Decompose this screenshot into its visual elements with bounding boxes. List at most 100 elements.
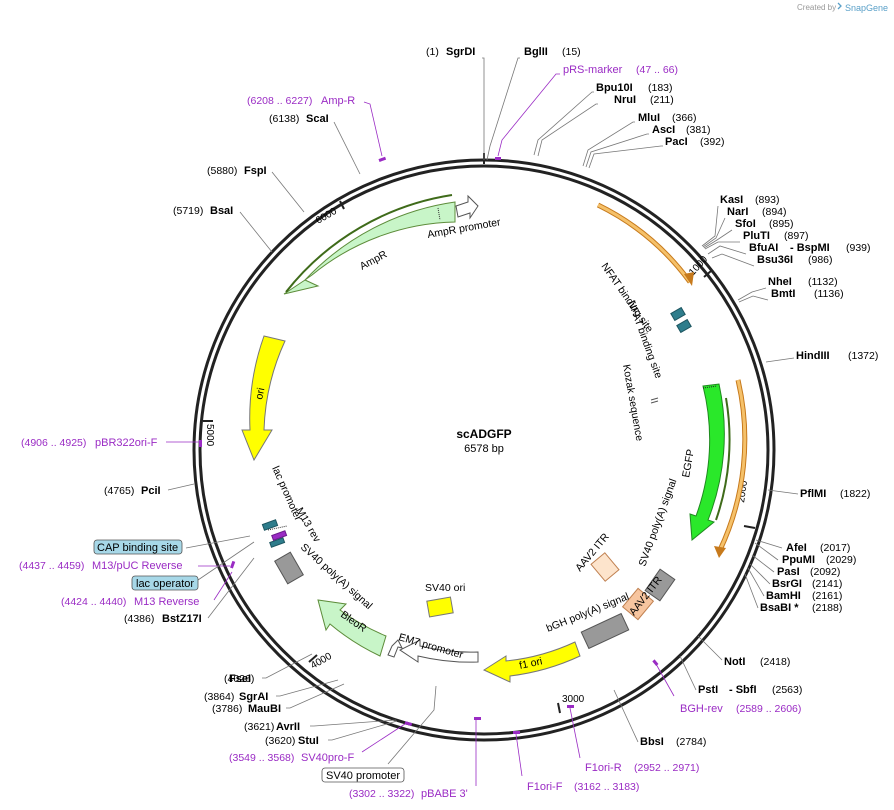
enzyme-bsabi[interactable]: BsaBI * <box>760 602 799 614</box>
enzyme-bamhi[interactable]: BamHI <box>766 590 801 602</box>
enzyme-psti-pos: (2563) <box>772 684 802 696</box>
enzyme-pflmi[interactable]: PflMI <box>800 488 826 500</box>
bgh-polya-feature[interactable] <box>580 612 630 650</box>
orange-arrow-right[interactable] <box>714 379 748 558</box>
enzyme-bglii-pos: (15) <box>562 46 581 58</box>
em7-promoter-feature[interactable] <box>399 639 479 663</box>
enzyme-bfuai-pos: (939) <box>846 242 871 254</box>
enzyme-pasi[interactable]: PasI <box>777 566 800 578</box>
cap-binding-site-box[interactable]: CAP binding site <box>93 539 183 555</box>
enzyme-sgrdi[interactable]: SgrDI <box>446 46 475 58</box>
enzyme-bstz17i-pos: (4386) <box>124 613 154 625</box>
primer-prs-marker[interactable]: pRS-marker <box>563 64 623 76</box>
sv40-polya-right-feature[interactable] <box>644 568 676 602</box>
enzyme-sbfi[interactable]: - SbfI <box>729 684 757 696</box>
primer-pbr322ori-range: (4906 .. 4925) <box>21 437 86 449</box>
enzyme-paci-pos: (392) <box>700 136 725 148</box>
enzyme-noti[interactable]: NotI <box>724 656 745 668</box>
primer-pbr322ori[interactable]: pBR322ori-F <box>95 437 158 449</box>
primer-m13rev[interactable]: M13 Reverse <box>134 596 199 608</box>
egfp-feature[interactable] <box>689 383 725 541</box>
enzyme-pluti[interactable]: PluTI <box>743 230 770 242</box>
enzyme-ppumi[interactable]: PpuMI <box>782 554 815 566</box>
aav2-itr-right-feature[interactable] <box>621 587 655 621</box>
enzyme-ppumi-pos: (2029) <box>826 554 856 566</box>
enzyme-bpu10i-pos: (183) <box>648 82 673 94</box>
enzyme-mlui-pos: (366) <box>672 112 697 124</box>
enzyme-bspmi[interactable]: - BspMI <box>790 242 830 254</box>
primer-bgh-rev-range: (2589 .. 2606) <box>736 703 801 715</box>
f1ori-feature[interactable] <box>482 641 581 683</box>
primer-m13puc[interactable]: M13/pUC Reverse <box>92 560 182 572</box>
enzyme-nari[interactable]: NarI <box>727 206 748 218</box>
ampr-feature[interactable] <box>283 194 456 295</box>
enzyme-pflmi-pos: (1822) <box>840 488 870 500</box>
enzyme-asci[interactable]: AscI <box>652 124 675 136</box>
enzyme-paci[interactable]: PacI <box>665 136 688 148</box>
enzyme-bpu10i[interactable]: Bpu10I <box>596 82 633 94</box>
ampr-promoter-feature[interactable] <box>455 194 479 220</box>
enzyme-bsu36i[interactable]: Bsu36I <box>757 254 793 266</box>
enzyme-sfoi[interactable]: SfoI <box>735 218 756 230</box>
primer-sv40pro[interactable]: SV40pro-F <box>301 752 354 764</box>
enzyme-bsrgi[interactable]: BsrGI <box>772 578 802 590</box>
kozak-feature[interactable] <box>650 397 659 404</box>
enzyme-bstz17i[interactable]: BstZ17I <box>162 613 202 625</box>
primer-pbabe[interactable]: pBABE 3' <box>421 788 468 800</box>
lac-promoter-tick <box>267 525 288 531</box>
bleor-promoter-small[interactable] <box>387 639 403 658</box>
nfat-label-1: NFAT binding site <box>599 261 656 335</box>
primer-f1ori-f-range: (3162 .. 3183) <box>574 781 639 793</box>
enzyme-pluti-pos: (897) <box>784 230 809 242</box>
enzyme-scai[interactable]: ScaI <box>306 113 329 125</box>
enzyme-fsei[interactable]: FseI <box>229 673 251 685</box>
enzyme-fsei-pos: (4026) <box>224 673 254 685</box>
enzyme-pasi-pos: (2092) <box>810 566 840 578</box>
nfat-site-1[interactable] <box>670 306 686 322</box>
aav2-itr-inner-feature[interactable] <box>590 552 620 582</box>
primer-ampr[interactable]: Amp-R <box>321 95 355 107</box>
primer-f1ori-f[interactable]: F1ori-F <box>527 781 563 793</box>
enzyme-sgrdi-pos: (1) <box>426 46 439 58</box>
enzyme-sgrai[interactable]: SgrAI <box>239 691 268 703</box>
enzyme-scai-pos: (6138) <box>269 113 299 125</box>
sv40-ori-feature[interactable] <box>426 596 454 618</box>
ori-feature[interactable] <box>241 335 286 462</box>
sv40-polya-left-feature[interactable] <box>274 551 304 585</box>
primer-bgh-rev[interactable]: BGH-rev <box>680 703 723 715</box>
orange-arrow-top[interactable] <box>596 202 694 286</box>
cap-site-feature[interactable] <box>261 519 279 531</box>
enzyme-bbsi[interactable]: BbsI <box>640 736 664 748</box>
enzyme-nhei[interactable]: NheI <box>768 276 792 288</box>
enzyme-fspi[interactable]: FspI <box>244 165 267 177</box>
tick-label-4000: 4000 <box>309 651 334 672</box>
enzyme-pcii[interactable]: PciI <box>141 485 161 497</box>
primer-f1ori-r[interactable]: F1ori-R <box>585 762 622 774</box>
enzyme-hindiii[interactable]: HindIII <box>796 350 830 362</box>
lac-operator-box[interactable]: lac operator <box>131 575 199 591</box>
enzyme-sfoi-pos: (895) <box>769 218 794 230</box>
enzyme-bsu36i-pos: (986) <box>808 254 833 266</box>
enzyme-psti[interactable]: PstI <box>698 684 718 696</box>
bleor-feature[interactable] <box>317 599 387 657</box>
primer-f1ori-r-range: (2952 .. 2971) <box>634 762 699 774</box>
egfp-primer-line <box>715 397 731 521</box>
m13-rev-label: M13 rev <box>293 506 323 545</box>
lac-operator-feature[interactable] <box>269 537 286 548</box>
enzyme-bglii[interactable]: BglII <box>524 46 548 58</box>
enzyme-afei[interactable]: AfeI <box>786 542 807 554</box>
enzyme-mlui[interactable]: MluI <box>638 112 660 124</box>
enzyme-nrui[interactable]: NruI <box>614 94 636 106</box>
sv40-promoter-box[interactable]: SV40 promoter <box>321 767 405 783</box>
enzyme-stui[interactable]: StuI <box>298 735 319 747</box>
enzyme-bmti[interactable]: BmtI <box>771 288 795 300</box>
enzyme-maubi[interactable]: MauBI <box>248 703 281 715</box>
enzyme-avrii[interactable]: AvrII <box>276 721 300 733</box>
enzyme-bfuai[interactable]: BfuAI <box>749 242 778 254</box>
enzyme-bsai[interactable]: BsaI <box>210 205 233 217</box>
enzyme-kasi[interactable]: KasI <box>720 194 743 206</box>
nfat-site-2[interactable] <box>676 318 692 334</box>
m13-rev-feature[interactable] <box>271 530 288 541</box>
